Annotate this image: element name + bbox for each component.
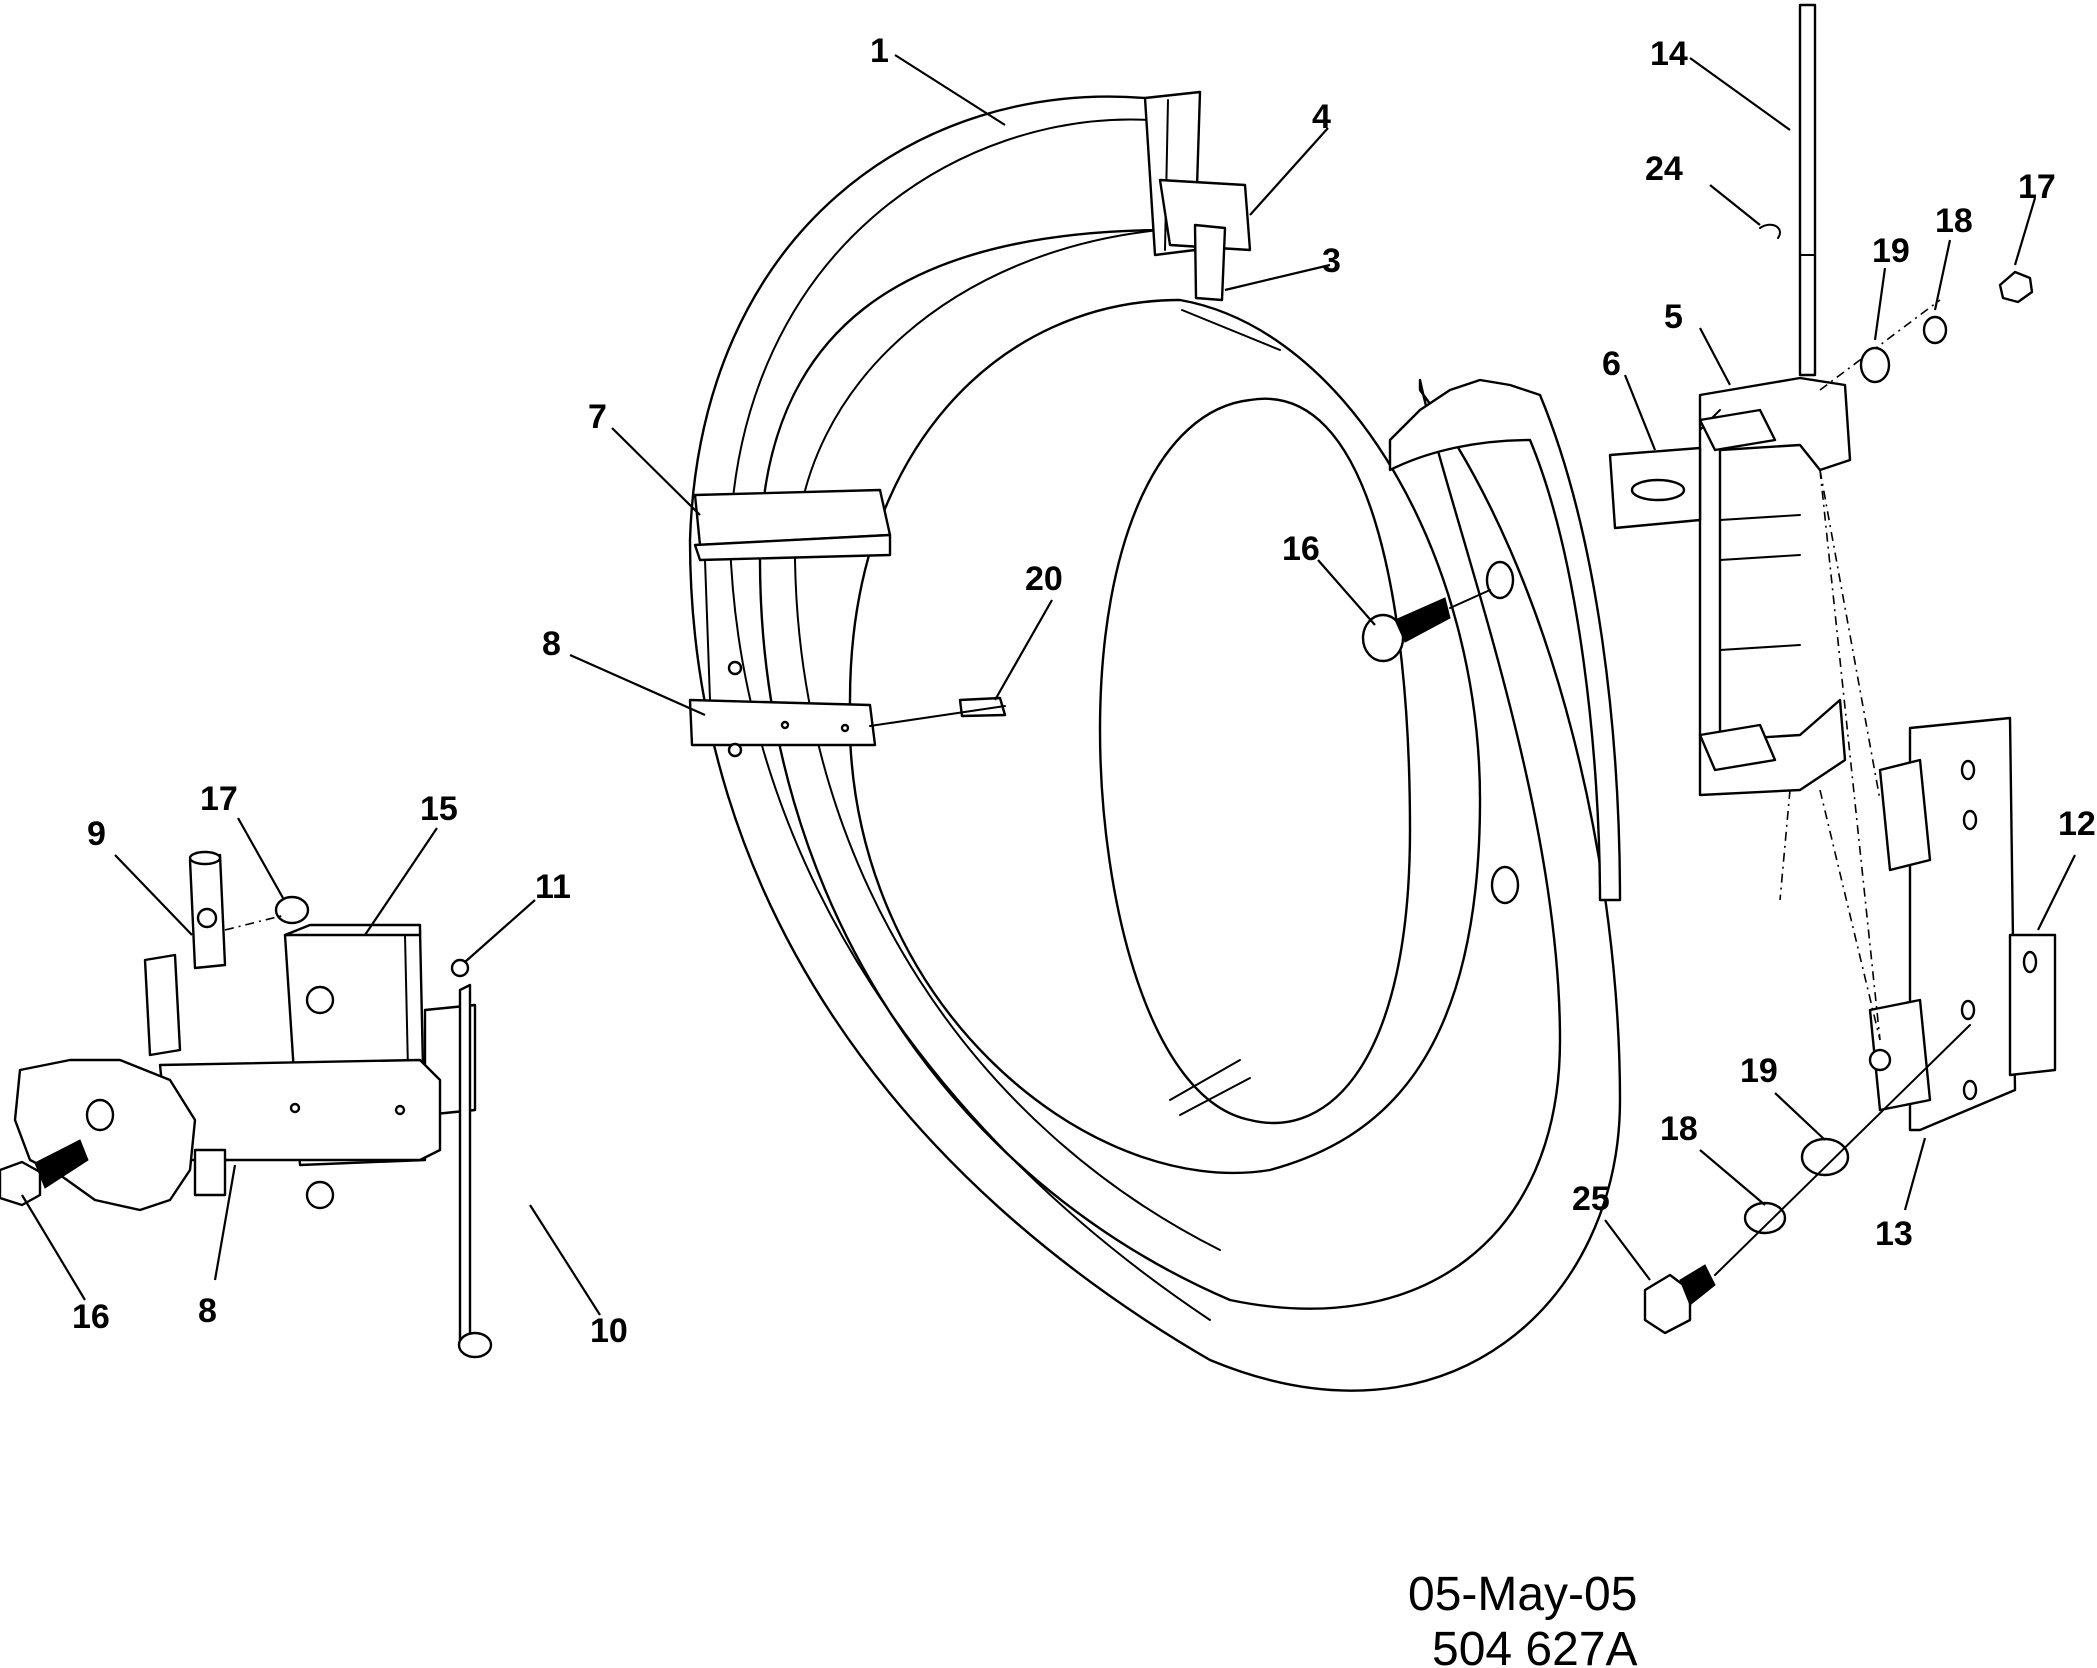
- callout-labels: 1 4 3 5 6 7 8 20 16 14 24 19 18 17 12 13…: [72, 32, 2096, 1350]
- callout-14: 14: [1650, 35, 1688, 73]
- latch-assembly: [0, 850, 493, 1359]
- callout-7: 7: [588, 398, 607, 436]
- drawing-number: 504 627A: [1432, 1623, 1638, 1668]
- callout-20: 20: [1025, 560, 1063, 598]
- callout-19-top: 19: [1872, 232, 1910, 270]
- callout-25: 25: [1572, 1180, 1610, 1218]
- callout-8-door: 8: [542, 625, 561, 663]
- callout-9: 9: [87, 815, 106, 853]
- callout-17-top: 17: [2018, 168, 2056, 206]
- callout-5: 5: [1664, 298, 1683, 336]
- callout-11: 11: [535, 868, 571, 906]
- door-assembly: [688, 90, 1622, 1392]
- callout-24: 24: [1645, 150, 1683, 188]
- callout-4: 4: [1312, 98, 1331, 136]
- callout-17-left: 17: [200, 780, 238, 818]
- callout-8-latch: 8: [198, 1292, 217, 1330]
- callout-1: 1: [870, 32, 889, 70]
- callout-15: 15: [420, 790, 458, 828]
- callout-18-bottom: 18: [1660, 1110, 1698, 1148]
- callout-3: 3: [1322, 242, 1341, 280]
- callout-16-latch: 16: [72, 1298, 110, 1336]
- callout-18-top: 18: [1935, 202, 1973, 240]
- callout-19-bottom: 19: [1740, 1052, 1778, 1090]
- callout-6: 6: [1602, 345, 1621, 383]
- leader-lines: [21, 54, 2076, 1316]
- callout-12: 12: [2058, 805, 2096, 843]
- hinge-assembly: [1608, 3, 2057, 1335]
- drawing-date: 05-May-05: [1408, 1568, 1637, 1621]
- callout-16-door: 16: [1282, 530, 1320, 568]
- drawing-stamp: 05-May-05 504 627A: [1408, 1568, 1638, 1668]
- callout-10: 10: [590, 1312, 628, 1350]
- callout-13: 13: [1875, 1215, 1913, 1253]
